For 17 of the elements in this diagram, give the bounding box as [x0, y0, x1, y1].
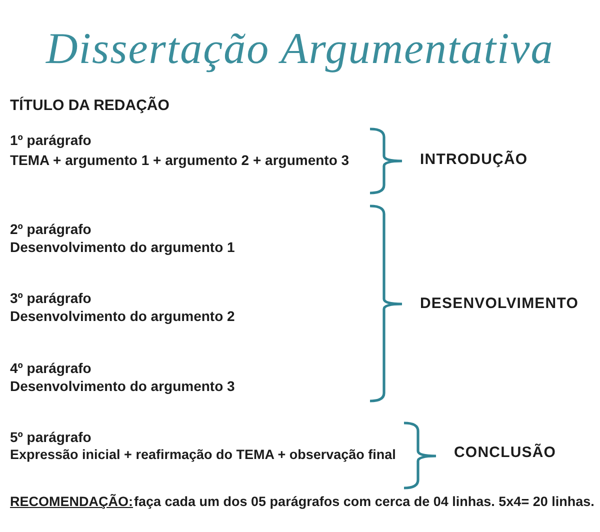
paragraph-description: Desenvolvimento do argumento 2: [10, 307, 235, 325]
section-label: INTRODUÇÃO: [420, 151, 528, 169]
paragraph-description: Desenvolvimento do argumento 3: [10, 377, 235, 395]
paragraph-label: 5º parágrafo: [10, 428, 92, 446]
paragraph-label: 4º parágrafo: [10, 359, 92, 377]
paragraph-label: 2º parágrafo: [10, 220, 92, 238]
paragraph-description: Expressão inicial + reafirmação do TEMA + observação final: [10, 446, 396, 464]
paragraph-description: TEMA + argumento 1 + argumento 2 + argumento 3: [10, 151, 350, 169]
section-label: DESENVOLVIMENTO: [420, 295, 578, 313]
essay-title-heading: TÍTULO DA REDAÇÃO: [10, 97, 170, 115]
note-heading: RECOMENDAÇÃO:: [10, 493, 133, 511]
paragraph-description: Desenvolvimento do argumento 1: [10, 238, 235, 256]
section-label: CONCLUSÃO: [454, 444, 556, 462]
note-text: faça cada um dos 05 parágrafos com cerca de 04 linhas. 5x4= 20 linhas.: [134, 493, 594, 511]
paragraph-label: 1º parágrafo: [10, 131, 92, 149]
paragraph-label: 3º parágrafo: [10, 289, 92, 307]
page-title: Dissertação Argumentativa: [46, 23, 554, 75]
